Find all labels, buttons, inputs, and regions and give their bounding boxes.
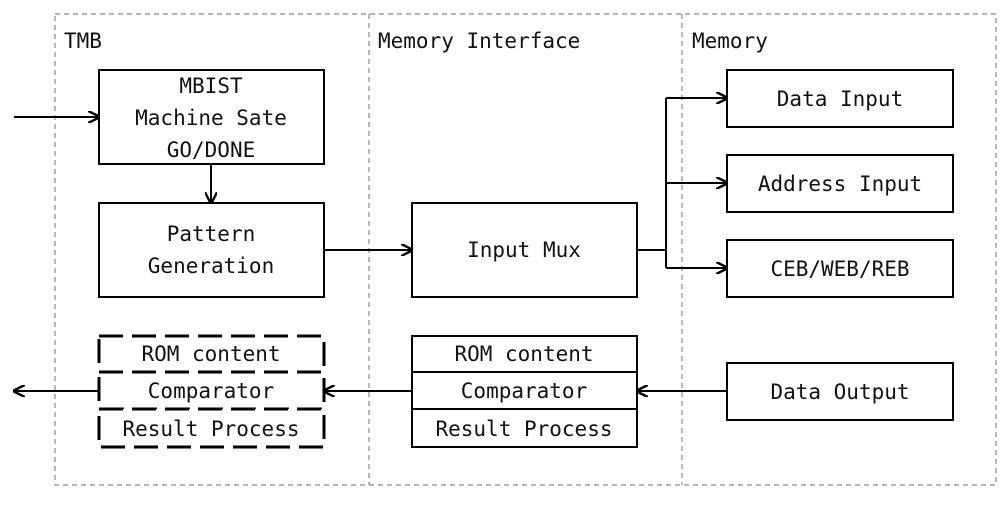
mi-comparator-label: Comparator — [461, 379, 587, 403]
control-input-box — [726, 239, 954, 298]
mbist-line-1: MBIST — [179, 74, 243, 98]
data-input-label: Data Input — [777, 87, 903, 111]
pattern-generation-box — [98, 202, 325, 298]
control-input-label: CEB/WEB/REB — [770, 257, 909, 281]
mi-result-process-label: Result Process — [435, 417, 612, 441]
tmb-rom-content-label: ROM content — [141, 342, 280, 366]
mi-rom-content-label: ROM content — [454, 342, 593, 366]
mi-result-process-box — [411, 408, 638, 448]
pattern-line-1: Pattern — [167, 222, 256, 246]
input-mux-label: Input Mux — [467, 238, 581, 262]
section-label-memory: Memory — [692, 29, 768, 53]
tmb-result-process-label: Result Process — [122, 417, 299, 441]
address-input-box — [726, 154, 954, 213]
address-input-label: Address Input — [758, 172, 922, 196]
data-input-box — [726, 69, 954, 128]
pattern-line-2: Generation — [148, 254, 274, 278]
tmb-comparator-label: Comparator — [148, 379, 274, 403]
section-label-tmb: TMB — [64, 29, 102, 53]
mi-rom-content-box — [411, 335, 638, 373]
mbist-line-2: Machine Sate — [135, 106, 287, 130]
mbist-line-3: GO/DONE — [167, 138, 256, 162]
tmb-result-process-box — [97, 407, 326, 449]
data-output-label: Data Output — [770, 380, 909, 404]
section-label-memory-interface: Memory Interface — [378, 29, 580, 53]
outer-boundary — [54, 13, 997, 486]
